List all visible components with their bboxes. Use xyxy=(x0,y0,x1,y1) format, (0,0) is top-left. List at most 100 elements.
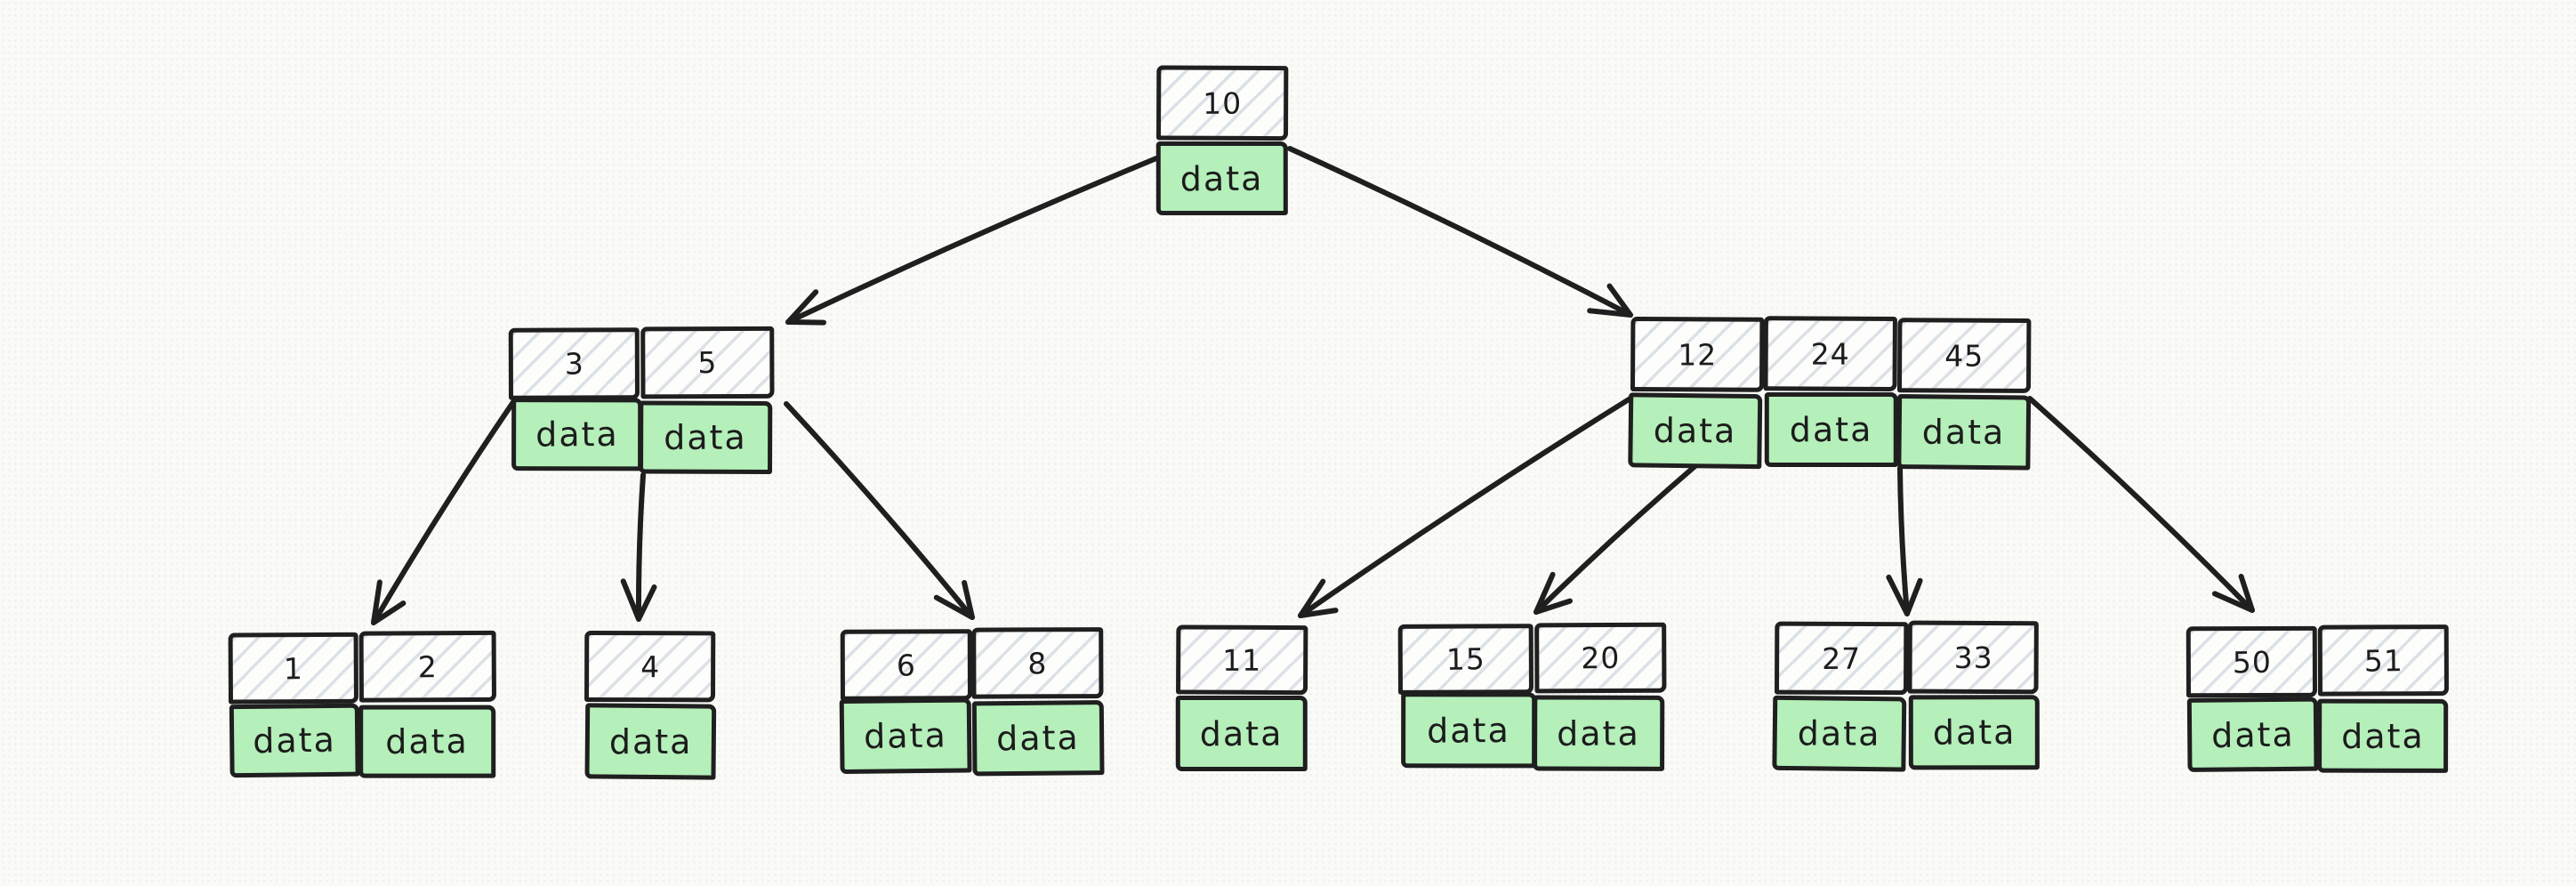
data-cell-label: data xyxy=(1797,713,1881,753)
data-cell: data xyxy=(358,705,496,778)
arrowhead-internal-right xyxy=(1587,283,1633,318)
data-cell-label: data xyxy=(664,417,748,457)
data-cell-label: data xyxy=(1179,158,1264,198)
data-row: data data xyxy=(839,697,1105,777)
edge-root-to-internal-right[interactable] xyxy=(1287,146,1633,318)
arrowhead-leaf-6 xyxy=(1886,574,1923,616)
edge-root-to-internal-left[interactable] xyxy=(785,156,1159,325)
key-label: 5 xyxy=(697,345,718,381)
key-row: 27 33 xyxy=(1775,620,2039,696)
arrowhead-leaf-7 xyxy=(2211,574,2255,613)
key-cell: 2 xyxy=(358,630,496,703)
key-cell: 45 xyxy=(1896,318,2032,393)
key-cell: 27 xyxy=(1775,621,1909,696)
data-row: data data xyxy=(1772,693,2040,772)
key-cell: 1 xyxy=(228,632,358,705)
data-cell-label: data xyxy=(995,717,1081,759)
key-row: 50 51 xyxy=(2186,624,2449,698)
key-label: 27 xyxy=(1822,640,1862,676)
edge-internal-left-to-leaf-1[interactable] xyxy=(371,399,516,625)
key-row: 10 xyxy=(1155,65,1289,141)
data-cell-label: data xyxy=(1653,411,1737,451)
arrowhead-leaf-3 xyxy=(933,580,975,620)
data-cell: data xyxy=(511,398,643,471)
edge-internal-right-to-leaf-4[interactable] xyxy=(1298,394,1636,618)
node-leaf-4[interactable]: 11 data xyxy=(1175,624,1308,771)
key-cell: 33 xyxy=(1907,620,2039,695)
key-label: 1 xyxy=(283,650,304,686)
edge-internal-left-to-leaf-2[interactable] xyxy=(635,472,646,622)
data-cell: data xyxy=(2317,698,2449,773)
data-row: data data xyxy=(510,398,774,475)
data-cell: data xyxy=(1764,392,1898,468)
data-cell-label: data xyxy=(2340,715,2425,756)
key-cell: 5 xyxy=(640,326,775,399)
key-cell: 51 xyxy=(2317,624,2449,697)
key-label: 8 xyxy=(1027,645,1048,681)
key-label: 24 xyxy=(1810,336,1850,372)
data-cell: data xyxy=(1772,695,1907,772)
node-leaf-6[interactable]: 27 33 data data xyxy=(1772,620,2040,772)
key-row: 11 xyxy=(1176,624,1308,696)
node-root[interactable]: 10 data xyxy=(1155,65,1289,216)
data-cell: data xyxy=(1401,692,1537,769)
data-cell: data xyxy=(1908,695,2040,770)
key-cell: 12 xyxy=(1630,317,1765,392)
data-cell: data xyxy=(1628,392,1763,470)
data-cell-label: data xyxy=(1789,409,1873,450)
data-cell: data xyxy=(971,700,1105,777)
key-label: 11 xyxy=(1222,642,1262,678)
node-leaf-7[interactable]: 50 51 data data xyxy=(2186,624,2449,773)
key-label: 2 xyxy=(417,648,439,684)
data-row: data xyxy=(584,701,717,780)
key-row: 4 xyxy=(584,630,716,703)
node-leaf-3[interactable]: 6 8 data data xyxy=(839,627,1105,777)
arrowhead-internal-left xyxy=(785,289,826,326)
key-label: 51 xyxy=(2363,642,2403,679)
data-cell: data xyxy=(1155,141,1288,216)
key-label: 6 xyxy=(896,647,917,683)
key-cell: 3 xyxy=(508,327,640,400)
key-cell: 24 xyxy=(1763,316,1897,391)
edge-internal-right-to-leaf-7[interactable] xyxy=(2027,396,2255,613)
key-cell: 6 xyxy=(840,629,972,701)
edge-internal-left-to-leaf-3[interactable] xyxy=(784,401,975,620)
key-label: 50 xyxy=(2232,644,2272,680)
key-label: 12 xyxy=(1678,336,1718,372)
data-cell: data xyxy=(229,703,360,778)
arrowhead-leaf-1 xyxy=(371,579,407,625)
edge-internal-right-to-leaf-6[interactable] xyxy=(1897,465,1910,616)
key-cell: 11 xyxy=(1176,624,1308,696)
key-cell: 15 xyxy=(1397,624,1534,695)
arrowhead-leaf-2 xyxy=(620,578,657,622)
data-row: data xyxy=(1155,140,1288,216)
data-cell-label: data xyxy=(863,715,948,757)
key-row: 12 24 45 xyxy=(1630,316,2032,393)
key-label: 20 xyxy=(1581,640,1621,676)
edge-internal-right-to-leaf-5[interactable] xyxy=(1534,462,1700,615)
key-label: 33 xyxy=(1953,640,1993,675)
data-cell-label: data xyxy=(385,721,470,762)
data-cell-label: data xyxy=(1932,712,2017,753)
data-cell-label: data xyxy=(535,414,619,455)
data-cell: data xyxy=(639,400,773,475)
key-cell: 10 xyxy=(1155,65,1289,141)
data-cell: data xyxy=(584,703,717,780)
data-cell: data xyxy=(1533,695,1665,771)
data-row: data xyxy=(1175,694,1308,771)
key-label: 10 xyxy=(1203,85,1243,121)
key-cell: 20 xyxy=(1534,622,1667,694)
key-label: 15 xyxy=(1445,641,1486,677)
arrowhead-leaf-5 xyxy=(1534,571,1573,615)
data-cell: data xyxy=(2186,697,2319,772)
